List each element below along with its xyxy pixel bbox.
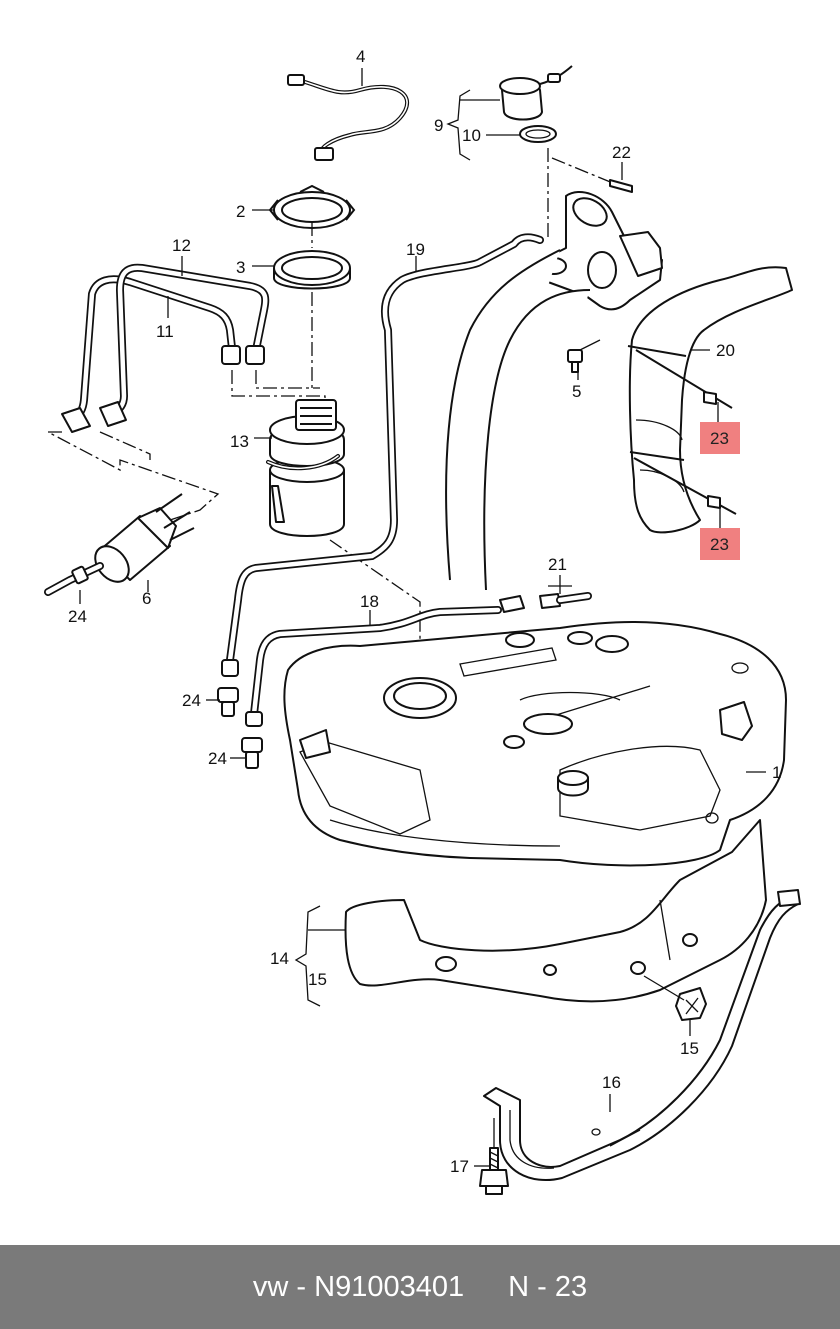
tank-strap-part	[483, 889, 801, 1181]
callout-3: 3	[236, 258, 245, 277]
fuel-filter-part	[44, 493, 195, 596]
callout-21: 21	[548, 555, 567, 574]
locking-ring-part	[252, 184, 356, 229]
callout-19: 19	[406, 240, 425, 259]
callout-23-upper: 23	[710, 429, 729, 448]
callout-17: 17	[450, 1157, 469, 1176]
bolt-part	[567, 349, 583, 380]
callout-24-b: 24	[182, 691, 201, 710]
callout-23-lower: 23	[710, 535, 729, 554]
part-info-footer: vw - N91003401 N - 23	[0, 1245, 840, 1329]
vent-line-part	[221, 233, 544, 677]
fuel-tank-exploded-diagram: 4 2 3 12 11 13 6 24 9 10 22 19 5 20 23 2…	[44, 47, 801, 1195]
callout-15-b: 15	[680, 1039, 699, 1058]
callout-6: 6	[142, 589, 151, 608]
callout-10: 10	[462, 126, 481, 145]
fuel-pump-module-part	[254, 399, 345, 537]
separator: -	[296, 1270, 307, 1303]
callout-14: 14	[270, 949, 289, 968]
filler-cap-part	[446, 65, 573, 161]
pin-part	[609, 162, 633, 193]
callout-1: 1	[772, 763, 781, 782]
callout-2: 2	[236, 202, 245, 221]
callout-24-c: 24	[208, 749, 227, 768]
speed-nut-part	[643, 975, 707, 1036]
diagram-position-label: N - 23	[508, 1270, 588, 1303]
callout-16: 16	[602, 1073, 621, 1092]
callout-20: 20	[716, 341, 735, 360]
underbody-protection-part	[294, 819, 767, 1007]
fuel-tank-part	[283, 621, 787, 867]
part-number: N91003401	[314, 1270, 465, 1303]
highlight-box-23-lower	[700, 528, 740, 560]
highlight-box-23-upper	[700, 422, 740, 454]
callout-15-a: 15	[308, 970, 327, 989]
connector-part	[499, 575, 592, 613]
filler-neck-part	[445, 191, 663, 591]
clip-part-23-upper	[635, 349, 733, 424]
clip-part-23-lower	[633, 457, 737, 528]
callout-13: 13	[230, 432, 249, 451]
part-brand-and-number: vw - N91003401	[253, 1271, 464, 1304]
wiring-harness-part	[287, 68, 409, 161]
callout-22: 22	[612, 143, 631, 162]
callout-11: 11	[156, 322, 174, 341]
breather-line-part	[245, 606, 502, 727]
heat-shield-part	[627, 266, 793, 534]
tank-bolt-part	[474, 1118, 509, 1195]
seal-ring-part	[252, 250, 351, 290]
callout-4: 4	[356, 47, 365, 66]
hose-clamps-part	[206, 687, 263, 769]
callout-18: 18	[360, 592, 379, 611]
callout-12: 12	[172, 236, 191, 255]
fuel-lines-part	[61, 256, 270, 433]
callout-5: 5	[572, 382, 581, 401]
callout-24-a: 24	[68, 607, 87, 626]
brand-label: vw	[252, 1270, 289, 1303]
callout-9: 9	[434, 116, 443, 135]
